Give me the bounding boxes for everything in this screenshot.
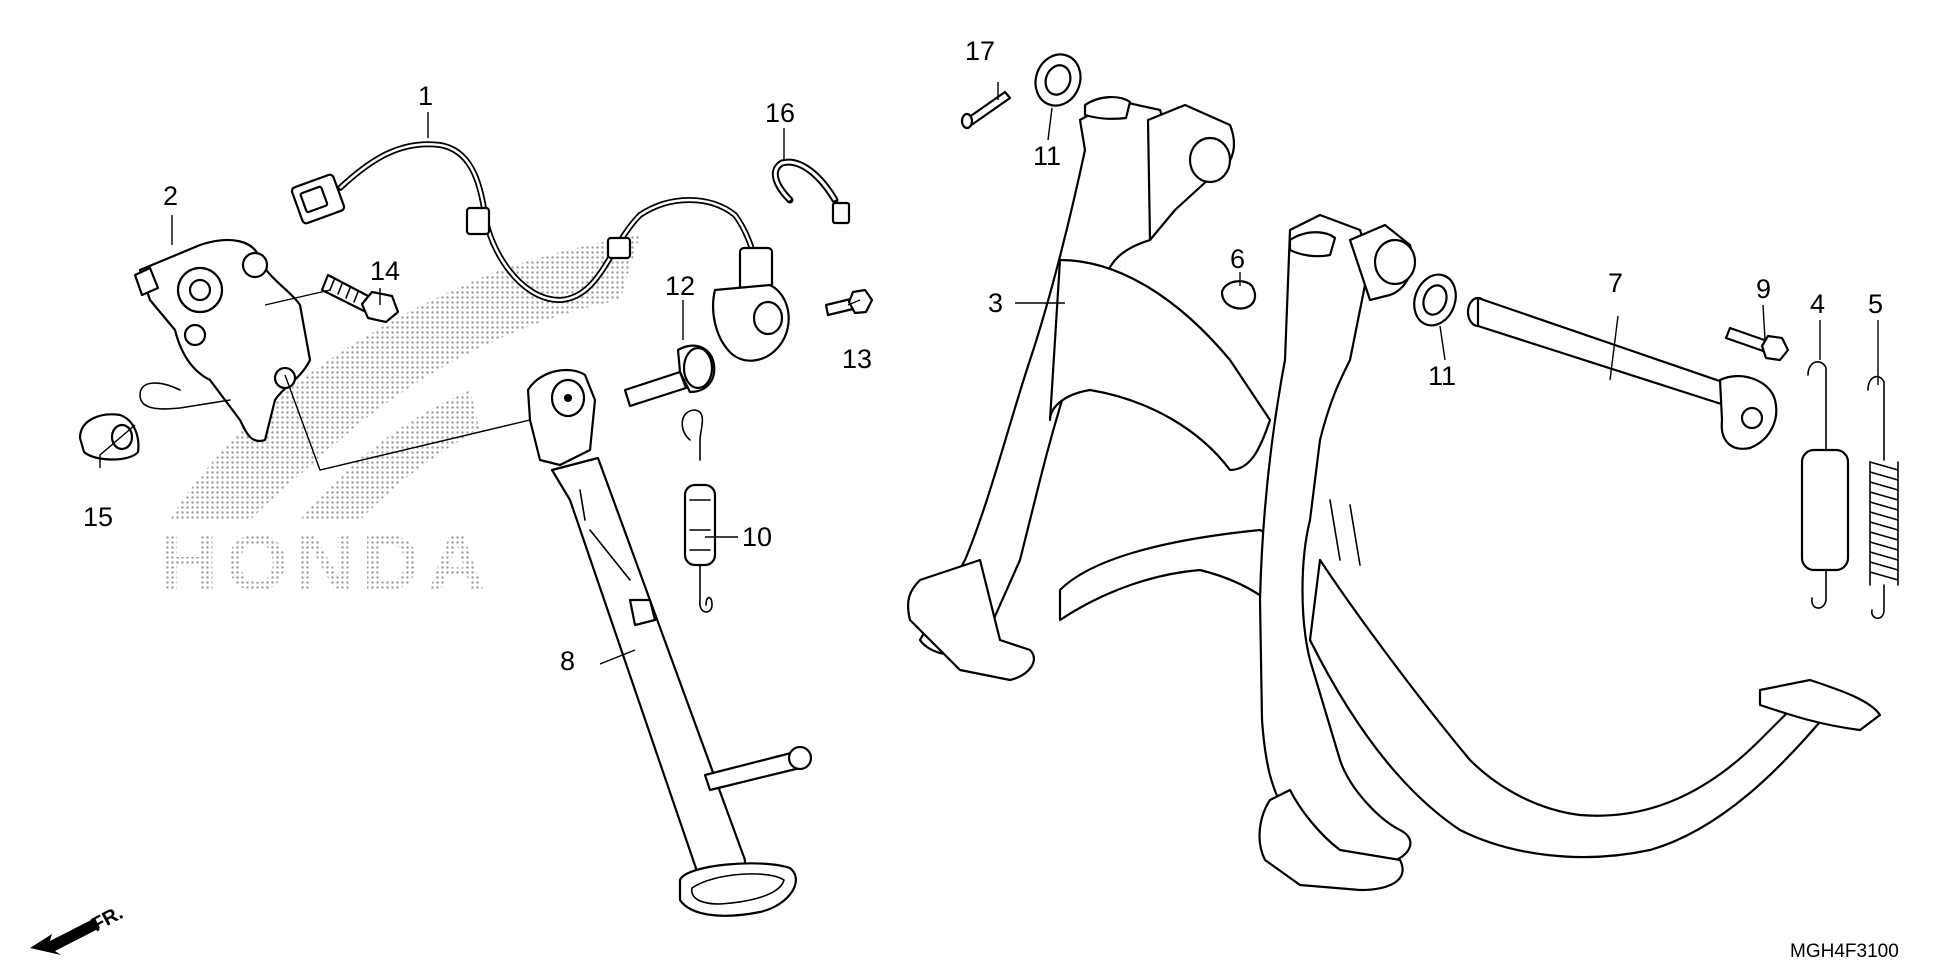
pivot-bolt-12 xyxy=(623,344,716,408)
callout-15: 15 xyxy=(83,502,113,532)
callout-7: 7 xyxy=(1608,268,1623,298)
callout-14: 14 xyxy=(370,256,400,286)
side-stand-switch xyxy=(290,141,790,362)
harness-clamp xyxy=(771,158,851,225)
callout-3: 3 xyxy=(988,288,1003,318)
callout-6: 6 xyxy=(1230,244,1245,274)
main-stand xyxy=(906,96,1882,892)
rubber-stopper xyxy=(78,413,140,461)
watermark-text: HONDA xyxy=(160,518,493,607)
side-stand-bracket xyxy=(133,238,312,443)
callout-10: 10 xyxy=(742,522,772,552)
washer-11-right xyxy=(1413,273,1457,327)
callout-11-top: 11 xyxy=(1033,141,1061,171)
callout-1: 1 xyxy=(418,81,433,111)
arrow-left-icon xyxy=(30,918,100,955)
callout-13: 13 xyxy=(842,344,872,374)
callout-9: 9 xyxy=(1756,274,1771,304)
bolt-13 xyxy=(824,288,874,317)
spring-4 xyxy=(1800,361,1850,609)
washer-11-top xyxy=(1034,53,1082,107)
honda-watermark: HONDA xyxy=(160,235,640,607)
callout-5: 5 xyxy=(1868,289,1883,319)
side-stand xyxy=(526,368,813,917)
front-direction-indicator: FR. xyxy=(30,902,127,955)
direction-label: FR. xyxy=(88,902,127,937)
diagram-code: MGH4F3100 xyxy=(1790,941,1899,962)
callout-4: 4 xyxy=(1810,289,1825,319)
spring-5 xyxy=(1867,375,1899,620)
callout-16: 16 xyxy=(765,98,795,128)
callout-17: 17 xyxy=(965,36,995,66)
callout-8: 8 xyxy=(560,646,575,676)
callout-labels: 1 2 3 4 5 6 7 8 9 10 11 11 12 13 14 15 1… xyxy=(83,36,1883,676)
bolt-14 xyxy=(320,273,400,324)
callout-12: 12 xyxy=(665,271,695,301)
cotter-pin xyxy=(960,90,1012,130)
pivot-shaft xyxy=(1466,296,1778,450)
collar-6 xyxy=(1220,280,1257,310)
leader-lines xyxy=(99,82,1879,665)
side-stand-spring xyxy=(681,409,717,613)
callout-11-right: 11 xyxy=(1428,361,1456,391)
bolt-9 xyxy=(1724,326,1790,362)
callout-2: 2 xyxy=(163,181,178,211)
